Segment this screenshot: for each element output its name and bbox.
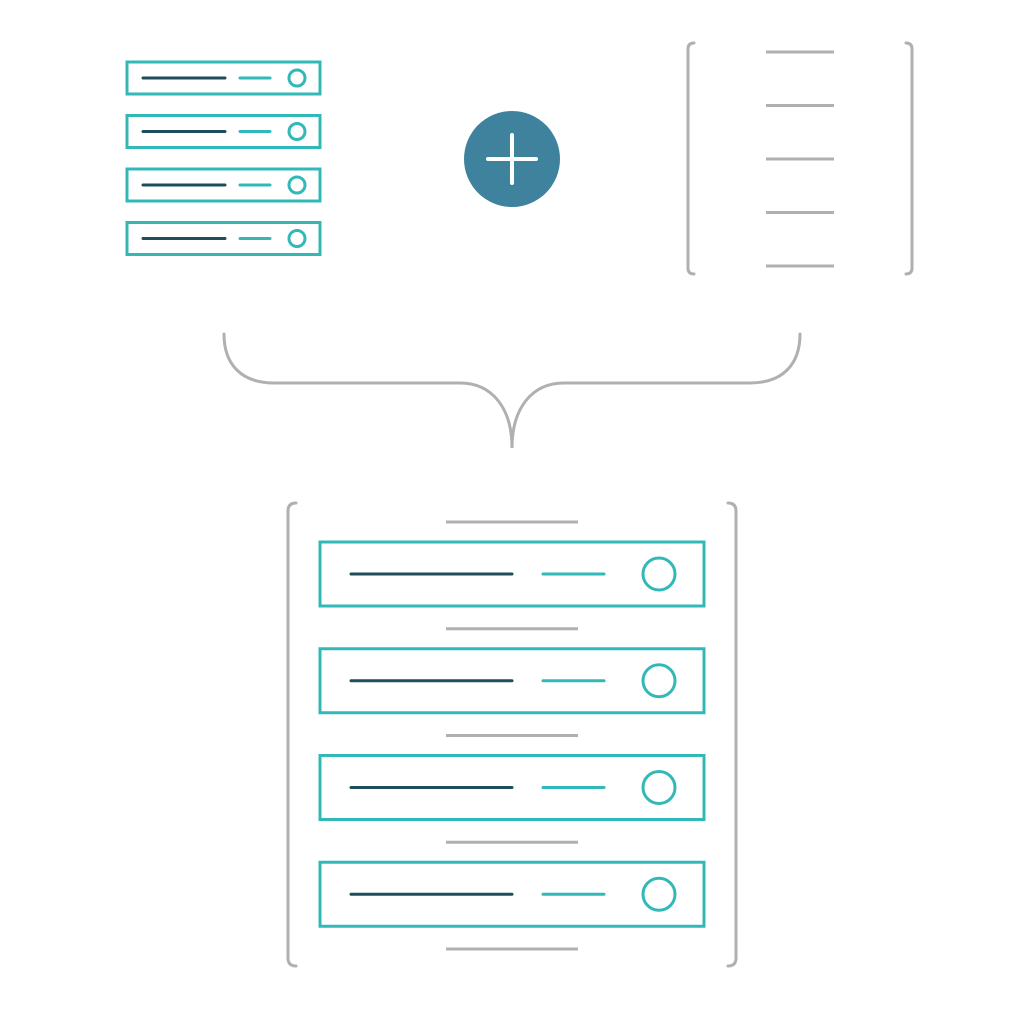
rack-server-frame	[318, 647, 706, 715]
rack-server-frame	[318, 860, 706, 928]
plus-operator	[464, 111, 560, 207]
rack-server-unit	[318, 540, 706, 608]
server-status-light-icon	[287, 175, 307, 195]
server-unit-frame	[125, 167, 322, 203]
rack-server-status-light-icon	[641, 556, 677, 592]
rack-server-frame	[318, 540, 706, 608]
server-status-light-icon	[287, 68, 307, 88]
rack-server-unit	[318, 754, 706, 821]
merged-server-rack	[286, 501, 738, 968]
rack-servers	[318, 540, 706, 928]
rack-server-unit	[318, 647, 706, 715]
server-unit-frame	[125, 114, 322, 149]
slot-lines	[766, 50, 834, 268]
server-status-light-icon	[287, 122, 307, 141]
rack-server-frame	[318, 754, 706, 821]
source-server-unit	[125, 221, 322, 256]
rack-left-bracket	[286, 501, 298, 968]
rack-server-status-light-icon	[641, 876, 677, 912]
rack-right-bracket	[726, 501, 738, 968]
rack-server-status-light-icon	[641, 663, 677, 699]
empty-slot-bracket	[686, 41, 914, 276]
left-bracket	[686, 41, 696, 276]
source-server-stack	[125, 60, 322, 256]
server-unit-frame	[125, 221, 322, 256]
right-bracket	[904, 41, 914, 276]
server-unit-frame	[125, 60, 322, 96]
server-status-light-icon	[287, 229, 307, 248]
curly-brace-icon	[222, 332, 802, 449]
rack-server-status-light-icon	[641, 770, 677, 805]
rack-dividers	[446, 520, 578, 951]
rack-server-unit	[318, 860, 706, 928]
source-server-unit	[125, 114, 322, 149]
source-server-unit	[125, 60, 322, 96]
source-server-unit	[125, 167, 322, 203]
